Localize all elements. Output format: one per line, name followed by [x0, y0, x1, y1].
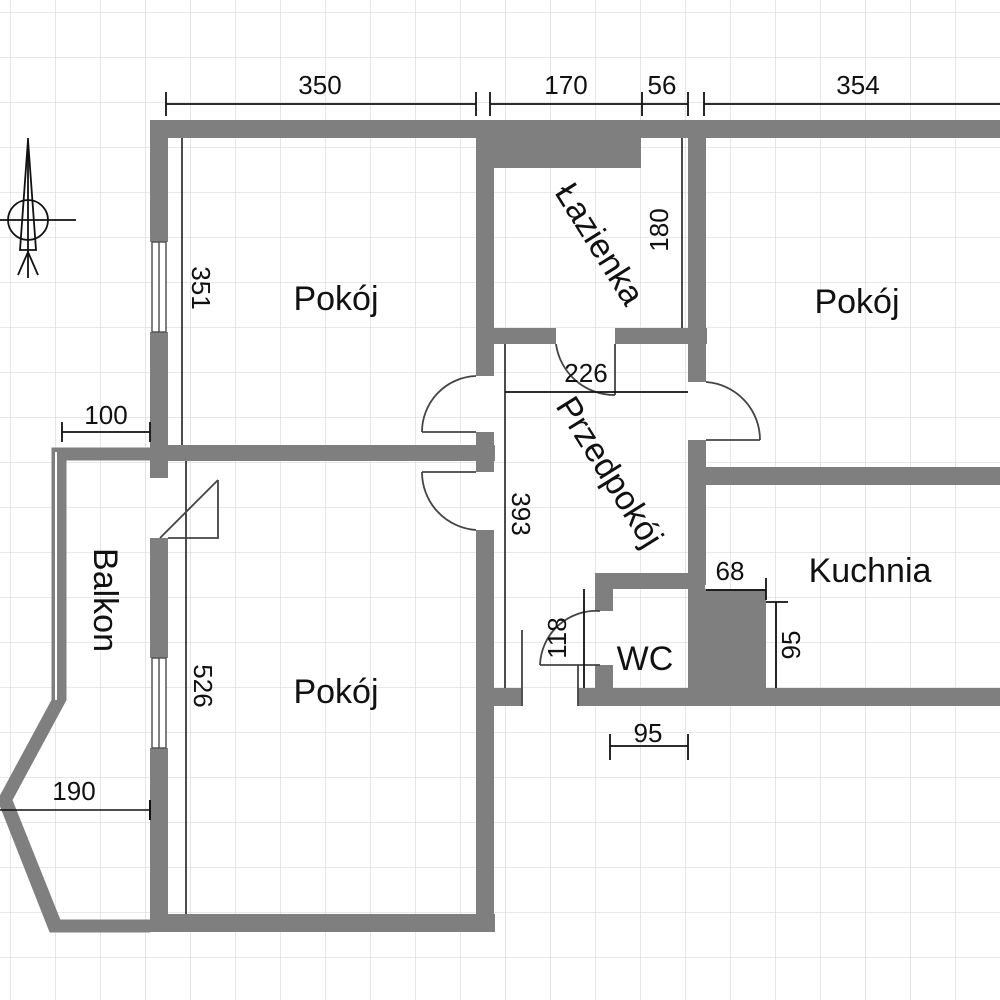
- walls: [150, 120, 1000, 932]
- dimension-180: 180: [644, 208, 674, 251]
- entrance-opening: [521, 630, 579, 706]
- door-bathroom: [555, 343, 616, 396]
- door-balcony: [159, 479, 219, 539]
- dimension-526: 526: [188, 664, 218, 707]
- room-label-pokoj-top-left: Pokój: [293, 280, 378, 318]
- dimension-393: 393: [506, 492, 536, 535]
- dimension-118: 118: [542, 617, 572, 658]
- dimension-95-kitchen: 95: [776, 631, 806, 660]
- dimension-68: 68: [716, 556, 745, 586]
- dimension-226: 226: [564, 358, 607, 388]
- dimension-190: 190: [52, 776, 95, 806]
- dimension-lines: [61, 92, 1000, 760]
- dimension-350: 350: [298, 70, 341, 100]
- room-label-wc: WC: [617, 640, 674, 678]
- door-bottom-room: [421, 471, 477, 531]
- north-arrow-icon: [0, 138, 76, 278]
- wall-details: [181, 138, 683, 914]
- door-right-room: [705, 381, 761, 441]
- dimension-56: 56: [648, 70, 677, 100]
- dimension-354: 354: [836, 70, 879, 100]
- dimension-100: 100: [84, 400, 127, 430]
- room-label-pokoj-bottom: Pokój: [293, 673, 378, 711]
- windows: [151, 241, 167, 749]
- room-label-balkon: Balkon: [86, 548, 124, 652]
- doors: [159, 343, 761, 706]
- door-top-left-room: [421, 375, 477, 433]
- dimension-170: 170: [544, 70, 587, 100]
- door-wc: [539, 609, 601, 666]
- dimension-351: 351: [186, 266, 216, 309]
- dimension-95-bottom: 95: [634, 718, 663, 748]
- room-label-pokoj-top-right: Pokój: [814, 283, 899, 321]
- room-label-kuchnia: Kuchnia: [809, 552, 932, 590]
- balcony-outline: [0, 447, 151, 933]
